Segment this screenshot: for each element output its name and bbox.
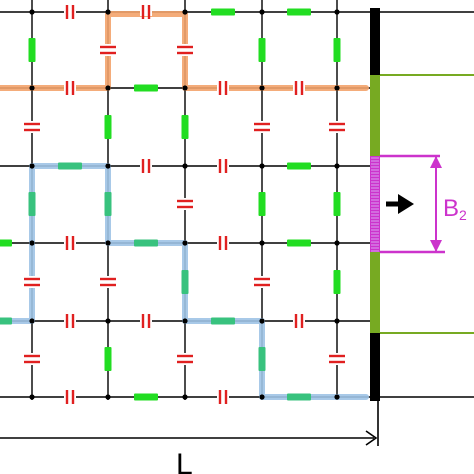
inductor-symbol xyxy=(104,192,112,216)
capacitor-symbol xyxy=(217,236,229,250)
lattice-node xyxy=(29,318,35,324)
capacitor-symbol xyxy=(140,314,152,328)
capacitor-symbol xyxy=(100,44,116,56)
capacitor-symbol xyxy=(177,353,193,365)
capacitor-symbol xyxy=(140,5,152,19)
inductor-symbol xyxy=(258,347,266,371)
lattice-node xyxy=(259,240,265,246)
capacitor-symbol xyxy=(64,314,76,328)
lattice-node xyxy=(182,394,188,400)
lattice-node xyxy=(182,9,188,15)
field-arrow-bottom-head xyxy=(430,240,442,252)
lattice-node xyxy=(259,394,265,400)
inductor-symbol xyxy=(134,239,158,247)
inductor-symbol xyxy=(0,239,12,247)
capacitor-symbol xyxy=(64,236,76,250)
inductor-symbol xyxy=(333,192,341,216)
inductor-symbol xyxy=(28,192,36,216)
lattice-node xyxy=(105,9,111,15)
inductor-symbol xyxy=(0,317,12,325)
lattice-node xyxy=(105,394,111,400)
lattice-node xyxy=(182,318,188,324)
bar-bottom-segment xyxy=(370,333,380,401)
lattice-node xyxy=(182,240,188,246)
field-arrow-top-head xyxy=(430,156,442,168)
inductor-symbol xyxy=(287,393,311,401)
lattice-node xyxy=(182,163,188,169)
inductor-symbol xyxy=(181,270,189,294)
lattice-node xyxy=(259,318,265,324)
lattice-node xyxy=(334,240,340,246)
inductor-symbol xyxy=(28,38,36,62)
capacitor-symbol xyxy=(24,276,40,288)
lattice-node xyxy=(259,163,265,169)
lattice-node xyxy=(29,240,35,246)
lattice-node xyxy=(105,318,111,324)
inductor-symbol xyxy=(58,162,82,170)
lattice-node xyxy=(334,85,340,91)
capacitor-symbol xyxy=(177,44,193,56)
inductor-symbol xyxy=(181,115,189,139)
capacitor-symbol xyxy=(64,5,76,19)
lattice-nodes xyxy=(29,9,340,400)
lattice-node xyxy=(334,9,340,15)
magnet-hatching xyxy=(371,157,379,252)
capacitor-symbol xyxy=(217,390,229,404)
inductor-symbol xyxy=(287,162,311,170)
bar-top-segment xyxy=(370,8,380,76)
capacitor-symbol xyxy=(64,81,76,95)
capacitor-symbol xyxy=(254,276,270,288)
capacitor-symbol xyxy=(217,81,229,95)
lattice-node xyxy=(29,163,35,169)
capacitor-symbol xyxy=(24,121,40,133)
inductor-symbol xyxy=(134,393,158,401)
inductor-symbol xyxy=(287,8,311,16)
lattice-node xyxy=(105,85,111,91)
capacitor-symbol xyxy=(254,121,270,133)
lattice-node xyxy=(29,9,35,15)
lattice-node xyxy=(334,163,340,169)
capacitor-symbol xyxy=(217,159,229,173)
capacitor-symbol xyxy=(293,314,305,328)
bar-magnet-segment xyxy=(370,156,380,252)
inductor-symbol xyxy=(104,115,112,139)
inductor-symbol xyxy=(211,317,235,325)
capacitor-symbol xyxy=(24,353,40,365)
lattice-node xyxy=(334,394,340,400)
circuit-elements xyxy=(0,5,345,404)
capacitor-symbol xyxy=(329,353,345,365)
lattice-node xyxy=(182,85,188,91)
lattice-node xyxy=(105,240,111,246)
capacitor-symbol xyxy=(293,81,305,95)
inductor-symbol xyxy=(333,38,341,62)
capacitor-symbol xyxy=(177,198,193,210)
inductor-symbol xyxy=(134,84,158,92)
lattice-node xyxy=(29,85,35,91)
lattice-node xyxy=(259,85,265,91)
field-label-subscript: 2 xyxy=(459,207,467,223)
lattice-node xyxy=(259,9,265,15)
lattice-node xyxy=(105,163,111,169)
capacitor-symbol xyxy=(140,159,152,173)
inductor-symbol xyxy=(258,192,266,216)
inductor-symbol xyxy=(258,38,266,62)
right-arrow-icon xyxy=(386,194,414,214)
lattice-node xyxy=(334,318,340,324)
capacitor-symbol xyxy=(100,276,116,288)
inductor-symbol xyxy=(287,239,311,247)
field-label-main: B xyxy=(443,195,459,222)
length-arrow-head xyxy=(365,430,378,446)
inductor-symbol xyxy=(211,8,235,16)
field-label: B2 xyxy=(443,195,467,223)
inductor-symbol xyxy=(104,347,112,371)
lattice-node xyxy=(29,394,35,400)
capacitor-symbol xyxy=(64,390,76,404)
inductor-symbol xyxy=(333,270,341,294)
capacitor-symbol xyxy=(329,121,345,133)
length-label: L xyxy=(176,448,193,474)
